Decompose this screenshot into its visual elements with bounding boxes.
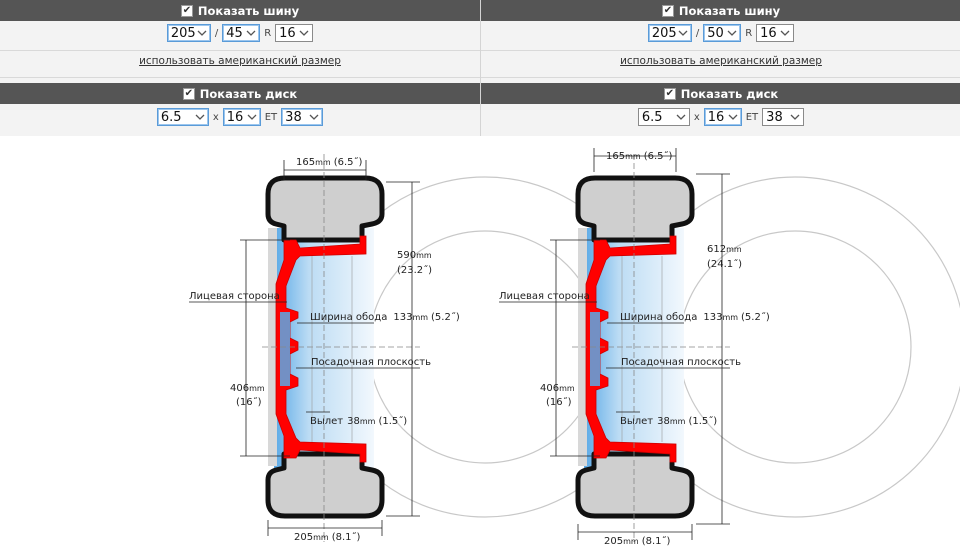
- r-separator: R: [264, 27, 272, 39]
- tire-profile-select[interactable]: 50: [703, 24, 742, 42]
- slash-separator: /: [695, 27, 700, 39]
- disk-diameter-value: 16: [226, 109, 244, 125]
- tire-width-value: 205: [651, 25, 677, 41]
- disk-width-value: 6.5: [160, 109, 182, 125]
- right-wheel-drawing: 165mm(6.5˝) 612mm (24.1˝) Лицевая сторон…: [499, 148, 960, 547]
- right-face-label: Лицевая сторона: [499, 291, 590, 302]
- r-separator: R: [745, 27, 753, 39]
- show-tire-label: Показать шину: [678, 3, 781, 18]
- controls-panel: ✔ Показать шину 205 / 45 R 16 использова…: [0, 0, 960, 136]
- show-disk-label: Показать диск: [199, 86, 298, 101]
- disk-et-select[interactable]: 38: [281, 108, 324, 126]
- checkmark-icon[interactable]: ✔: [182, 87, 195, 100]
- disk-size-row: 6.5 x 16 ET 38: [0, 107, 480, 127]
- left-outer-diameter-inch: (23.2˝): [397, 264, 432, 276]
- show-disk-toggle[interactable]: ✔ Показать диск: [0, 83, 480, 104]
- tire-width-value: 205: [170, 25, 196, 41]
- chevron-down-icon: [296, 25, 312, 41]
- chevron-down-icon: [787, 109, 803, 125]
- disk-diameter-value: 16: [707, 109, 725, 125]
- divider: [0, 77, 480, 78]
- chevron-down-icon: [306, 109, 322, 125]
- show-tire-toggle[interactable]: ✔ Показать шину: [0, 0, 480, 21]
- divider: [0, 50, 480, 51]
- chevron-down-icon: [243, 25, 259, 41]
- show-tire-toggle[interactable]: ✔ Показать шину: [481, 0, 960, 21]
- right-mount-plane-label: Посадочная плоскость: [621, 357, 741, 368]
- left-wheel-drawing: 165mm(6.5˝) 590mm (23.2˝) Лицевая сторон…: [189, 154, 655, 543]
- right-wheel-shape: [572, 154, 960, 542]
- disk-et-value: 38: [766, 109, 783, 125]
- chevron-down-icon: [192, 109, 208, 125]
- tire-size-row: 205 / 45 R 16: [0, 23, 480, 43]
- checkmark-icon[interactable]: ✔: [180, 4, 193, 17]
- chevron-down-icon: [777, 25, 793, 41]
- x-separator: x: [693, 111, 700, 123]
- chevron-down-icon: [244, 109, 260, 125]
- chevron-down-icon: [675, 25, 691, 41]
- american-size-link[interactable]: использовать американский размер: [139, 55, 341, 67]
- show-tire-label: Показать шину: [197, 3, 300, 18]
- divider: [481, 50, 960, 51]
- left-top-width-label: 165mm(6.5˝): [296, 156, 362, 168]
- left-mount-plane-label: Посадочная плоскость: [311, 357, 431, 368]
- right-rim-diameter-inch: (16˝): [546, 396, 572, 408]
- tire-width-select[interactable]: 205: [647, 24, 692, 42]
- american-size-row: использовать американский размер: [0, 54, 480, 68]
- disk-diameter-select[interactable]: 16: [222, 108, 261, 126]
- tire-diameter-select[interactable]: 16: [756, 24, 795, 42]
- tire-diameter-value: 16: [760, 25, 777, 41]
- left-bottom-width-label: 205mm(8.1˝): [294, 531, 360, 543]
- checkmark-icon[interactable]: ✔: [663, 87, 676, 100]
- disk-diameter-select[interactable]: 16: [703, 108, 742, 126]
- chevron-down-icon: [194, 25, 210, 41]
- disk-size-row: 6.5 x 16 ET 38: [481, 107, 960, 127]
- tire-size-row: 205 / 50 R 16: [481, 23, 960, 43]
- disk-width-select[interactable]: 6.5: [156, 108, 209, 126]
- disk-et-select[interactable]: 38: [762, 108, 805, 126]
- right-top-width-label: 165mm(6.5˝): [606, 150, 672, 162]
- show-disk-toggle[interactable]: ✔ Показать диск: [481, 83, 960, 104]
- right-bottom-width-label: 205mm(8.1˝): [604, 535, 670, 547]
- show-disk-label: Показать диск: [680, 86, 779, 101]
- et-separator: ET: [745, 111, 759, 123]
- left-outer-diameter-value: 590mm: [397, 250, 432, 261]
- right-outer-diameter-inch: (24.1˝): [707, 258, 742, 270]
- divider: [481, 77, 960, 78]
- american-size-link[interactable]: использовать американский размер: [620, 55, 822, 67]
- left-face-label: Лицевая сторона: [189, 291, 280, 302]
- checkmark-icon[interactable]: ✔: [661, 4, 674, 17]
- american-size-row: использовать американский размер: [481, 54, 960, 68]
- wheel-diagram: 165mm(6.5˝) 590mm (23.2˝) Лицевая сторон…: [189, 148, 960, 547]
- chevron-down-icon: [673, 109, 689, 125]
- tire-profile-select[interactable]: 45: [222, 24, 261, 42]
- left-config: ✔ Показать шину 205 / 45 R 16 использова…: [0, 0, 480, 136]
- chevron-down-icon: [725, 109, 741, 125]
- disk-width-value: 6.5: [641, 109, 663, 125]
- disk-width-select[interactable]: 6.5: [637, 108, 690, 126]
- disk-et-value: 38: [285, 109, 302, 125]
- left-rim-diameter-inch: (16˝): [236, 396, 262, 408]
- chevron-down-icon: [724, 25, 740, 41]
- tire-width-select[interactable]: 205: [166, 24, 211, 42]
- et-separator: ET: [264, 111, 278, 123]
- tire-profile-value: 50: [707, 25, 724, 41]
- right-outer-diameter-value: 612mm: [707, 244, 742, 255]
- tire-diameter-value: 16: [279, 25, 296, 41]
- right-config: ✔ Показать шину 205 / 50 R 16 использова…: [480, 0, 960, 136]
- x-separator: x: [212, 111, 219, 123]
- slash-separator: /: [214, 27, 219, 39]
- right-rim-diameter-value: 406mm: [540, 383, 575, 394]
- tire-diameter-select[interactable]: 16: [275, 24, 314, 42]
- tire-profile-value: 45: [226, 25, 243, 41]
- left-rim-diameter-value: 406mm: [230, 383, 265, 394]
